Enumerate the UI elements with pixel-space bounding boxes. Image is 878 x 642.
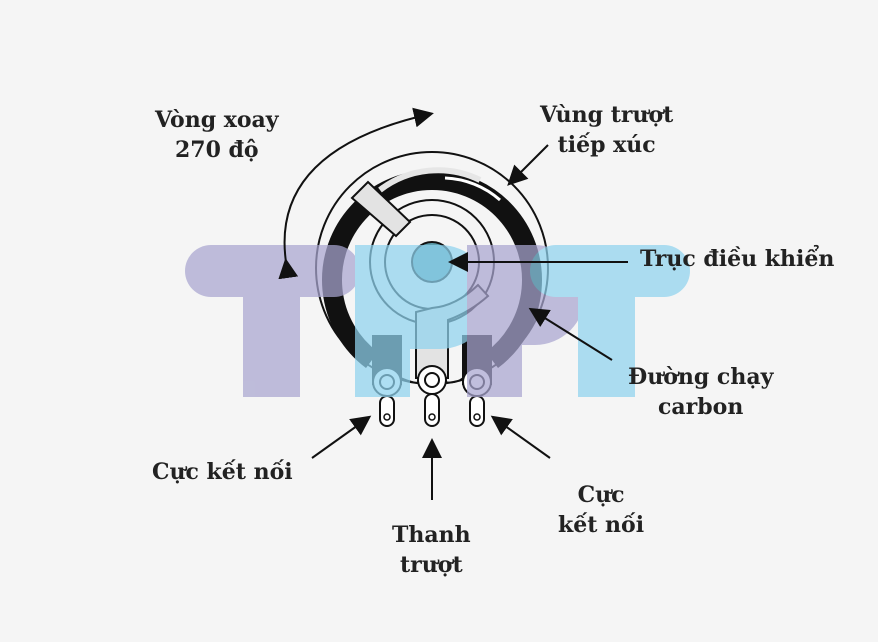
- terminal-left-arrow: [311, 415, 372, 459]
- terminal-middle: [417, 365, 447, 427]
- rotation-label-line1: Vòng xoay: [155, 107, 279, 133]
- contact-label-line2: tiếp xúc: [557, 132, 656, 158]
- wiper-label: Thanh trượt: [392, 520, 471, 580]
- terminal-left-label: Cực kết nối: [152, 459, 293, 485]
- terminal-right-arrow: [490, 415, 551, 459]
- contact-label-line1: Vùng trượt: [540, 102, 674, 128]
- track-arrow: [528, 307, 613, 361]
- rotation-label: Vòng xoay 270 độ: [155, 105, 279, 165]
- terminal-right-label: Cực kết nối: [558, 480, 644, 540]
- track-label: Đường chạy carbon: [628, 362, 773, 422]
- rotation-arrow: [278, 107, 434, 280]
- contact-arrow: [507, 144, 549, 186]
- wiper-label-line1: Thanh: [392, 522, 471, 548]
- terminal-right-label-line2: kết nối: [558, 512, 645, 538]
- shaft-label: Trục điều khiển: [640, 246, 835, 272]
- track-label-line1: Đường chạy: [628, 364, 774, 390]
- terminal-right-label-line1: Cực: [577, 482, 625, 508]
- wiper-label-line2: trượt: [400, 552, 463, 578]
- contact-label: Vùng trượt tiếp xúc: [540, 100, 673, 160]
- rotation-label-line2: 270 độ: [174, 137, 259, 163]
- track-label-line2: carbon: [658, 394, 744, 420]
- contact-area: [444, 176, 501, 202]
